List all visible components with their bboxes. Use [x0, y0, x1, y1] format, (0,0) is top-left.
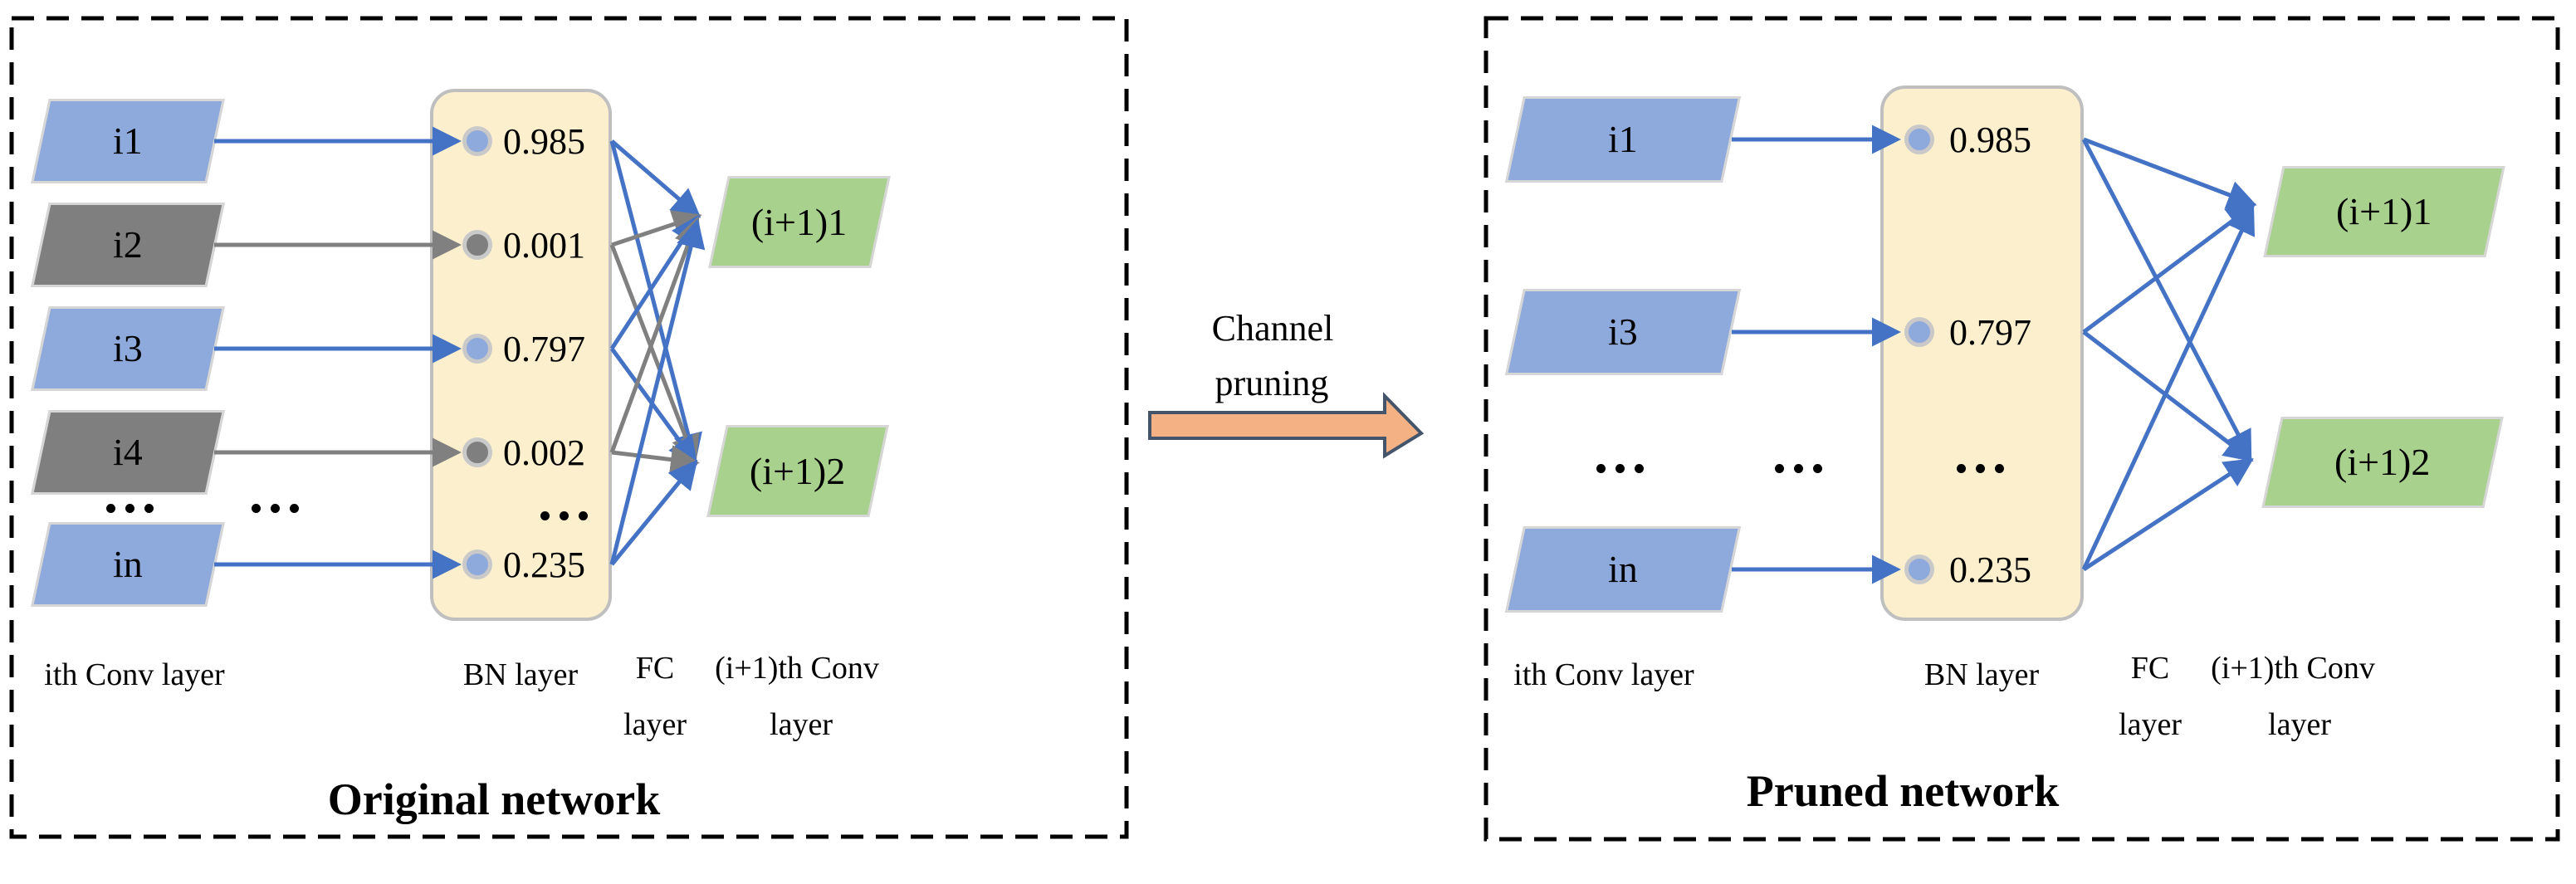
- fc-line: [2083, 137, 2257, 209]
- original-network-panel-border: [9, 16, 1129, 839]
- next-conv-layer-label-line1: (i+1)th Conv: [2211, 651, 2375, 686]
- bn-scaling-value: 0.797: [1949, 311, 2031, 353]
- conv-layer-label: ith Conv layer: [1513, 657, 1694, 692]
- bn-scaling-value: 0.235: [503, 544, 585, 585]
- fc-line: [611, 445, 700, 475]
- bn-layer-label: BN layer: [1923, 657, 2040, 692]
- bn-node-icon: [1904, 317, 1934, 347]
- fc-line: [609, 216, 702, 453]
- bn-scaling-value: 0.001: [503, 224, 585, 266]
- bn-node-icon: [462, 126, 492, 156]
- fc-line: [609, 140, 702, 463]
- bn-node-icon: [1904, 125, 1934, 154]
- left-conv-to-bn-arrows: [214, 126, 462, 579]
- next-conv-layer-label-line2: layer: [770, 707, 833, 742]
- fc-layer-label-line2: layer: [2119, 707, 2182, 742]
- bn-scaling-value: 0.797: [503, 328, 585, 369]
- bn-scaling-value: 0.002: [503, 432, 585, 473]
- ellipsis-icon: [252, 504, 299, 513]
- bn-layer-label: BN layer: [462, 657, 579, 692]
- pruning-arrow-label-line2: pruning: [1215, 363, 1329, 403]
- ellipsis-icon: [106, 504, 154, 513]
- bn-scaling-value: 0.235: [1949, 549, 2031, 590]
- fc-line: [2082, 203, 2256, 335]
- pruned-network-panel-border: [1484, 16, 2560, 842]
- ellipsis-icon: [1775, 464, 1822, 473]
- next-conv-layer-label-line1: (i+1)th Conv: [715, 651, 879, 686]
- fc-line: [609, 218, 706, 565]
- original-network-title: Original network: [327, 774, 661, 824]
- bn-layer-box: [1880, 85, 2084, 621]
- fc-line: [610, 459, 698, 566]
- bn-node-icon: [462, 549, 492, 579]
- ellipsis-icon: [1957, 464, 2004, 473]
- pruning-arrow-label-line1: Channel: [1211, 308, 1334, 349]
- left-fc-connections: [609, 139, 706, 566]
- pruned-network-title: Pruned network: [1746, 766, 2060, 816]
- bn-scaling-value: 0.985: [1949, 119, 2031, 160]
- fc-layer-label-line2: layer: [623, 707, 687, 742]
- channel-pruning-arrow: [1148, 392, 1425, 459]
- ellipsis-icon: [1596, 464, 1644, 473]
- bn-node-icon: [462, 334, 492, 364]
- fc-line: [609, 244, 700, 465]
- bn-scaling-value: 0.985: [503, 120, 585, 162]
- fc-line: [2081, 138, 2252, 461]
- fc-layer-label-line1: FC: [635, 651, 675, 686]
- right-conv-to-bn-arrows: [1732, 125, 1901, 584]
- fc-line: [2082, 458, 2254, 572]
- fc-layer-label-line1: FC: [2130, 651, 2170, 686]
- ellipsis-icon: [540, 511, 588, 520]
- fc-line: [610, 139, 701, 218]
- bn-node-icon: [1904, 554, 1934, 584]
- right-fc-connections: [2081, 137, 2257, 572]
- conv-layer-label: ith Conv layer: [44, 657, 225, 692]
- bn-node-icon: [462, 230, 492, 260]
- next-conv-layer-label-line2: layer: [2268, 707, 2331, 742]
- fc-line: [2081, 204, 2256, 571]
- bn-node-icon: [462, 437, 492, 467]
